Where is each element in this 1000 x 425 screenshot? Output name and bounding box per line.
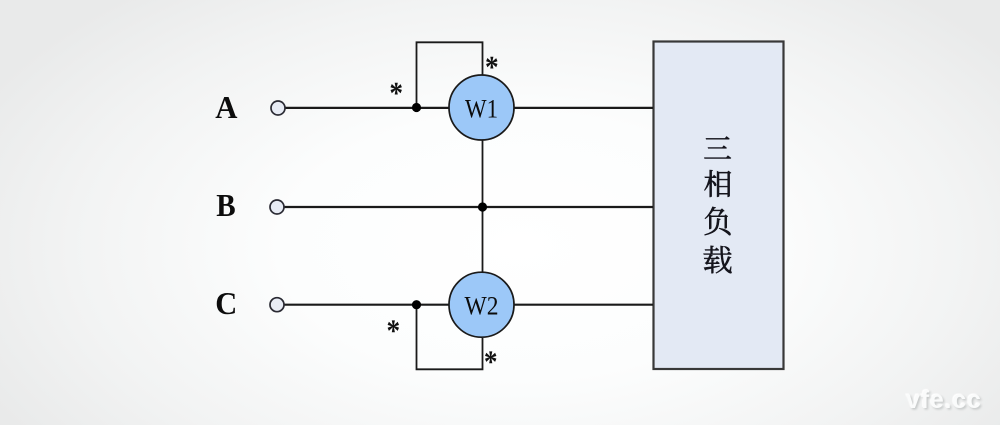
svg-text:B: B (216, 188, 235, 223)
svg-text:A: A (215, 90, 237, 125)
svg-text:C: C (215, 286, 237, 321)
svg-text:W1: W1 (465, 94, 498, 124)
svg-text:W2: W2 (465, 291, 499, 321)
